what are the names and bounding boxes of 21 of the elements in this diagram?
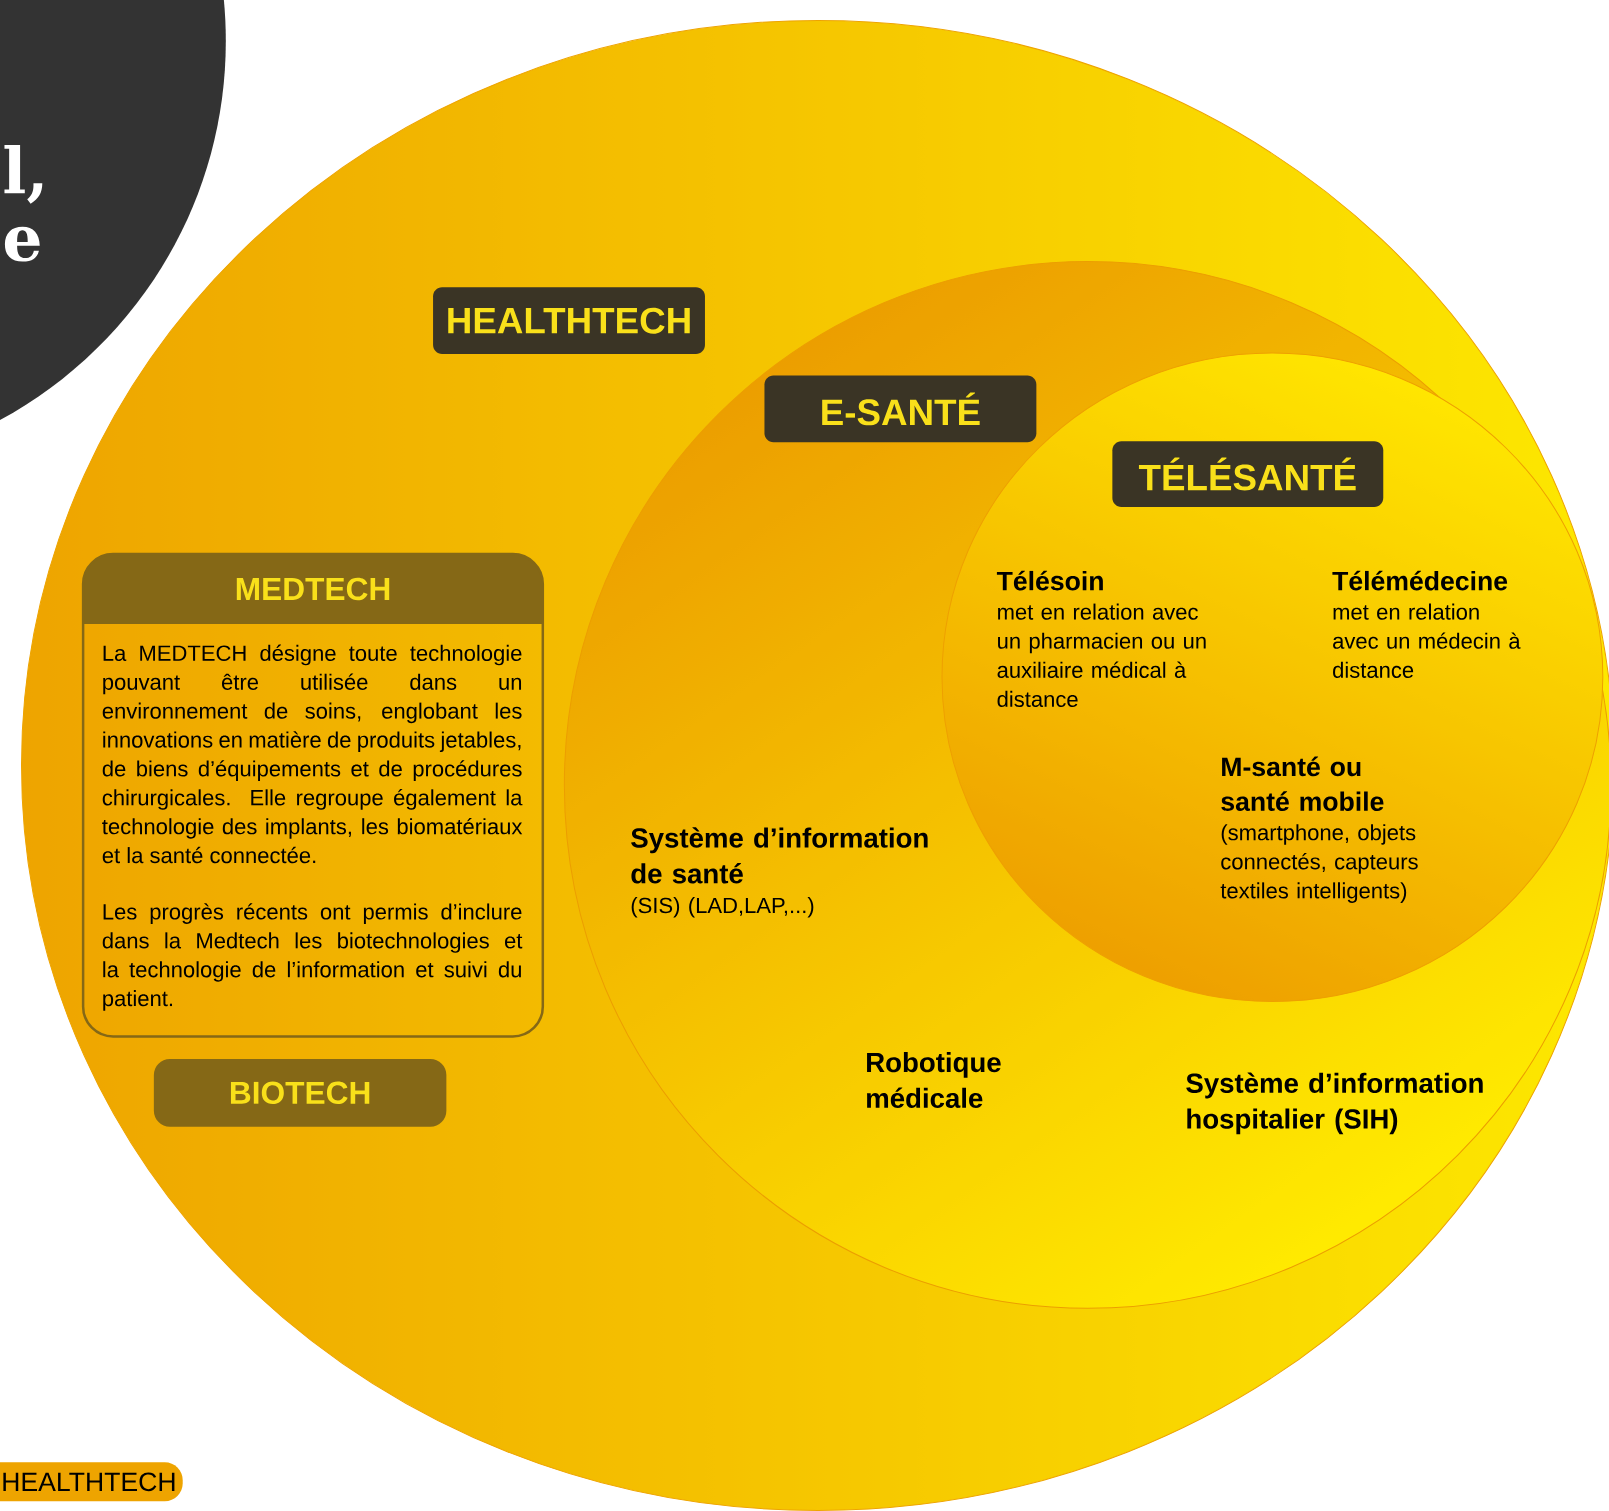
description: met en relation avec un pharmacien ou un auxiliaire médical à distance xyxy=(997,603,1206,707)
description: met en relation avec un médecin à distance xyxy=(1333,603,1521,678)
title-fragment: e xyxy=(4,226,40,262)
heading: M-santé ou santé mobile xyxy=(1221,756,1384,811)
paragraph: Les progrès récents ont permis d’inclure dans la Medtech les biotechnologies et la technologie de l’information et suivi du patient. xyxy=(102,903,523,1011)
heading: Robotique médicale xyxy=(867,1052,1001,1108)
card-title: MEDTECH xyxy=(236,577,390,601)
label-pill: BIOTECH xyxy=(153,1058,447,1127)
label-tag: HEALTHTECH xyxy=(433,287,705,355)
heading: Télésoin xyxy=(996,570,1103,591)
heading: Télémédecine xyxy=(1332,570,1508,591)
info-card xyxy=(81,552,545,1038)
label-tag: E-SANTÉ xyxy=(764,375,1037,443)
heading: Système d’information de santé xyxy=(631,827,928,884)
heading: Système d’information hospitalier (SIH) xyxy=(1186,1072,1483,1135)
title-fragment: l, xyxy=(4,145,43,204)
footer-tab: HEALTHTECH xyxy=(0,1462,183,1502)
description: (smartphone, objets connectés, capteurs textiles intelligents) xyxy=(1220,824,1418,903)
paragraph: La MEDTECH désigne toute technologie pouvant être utilisée dans un environnement de soins, englobant les innovations en matière de produits jetables, de biens d’équipements et de procédures chirurgicales. Elle regroupe également la technologie des implants, les biomatériaux et la santé connectée. xyxy=(102,644,523,864)
description: (SIS) (LAD,LAP,...) xyxy=(631,897,814,918)
label-tag: TÉLÉSANTÉ xyxy=(1112,441,1384,507)
